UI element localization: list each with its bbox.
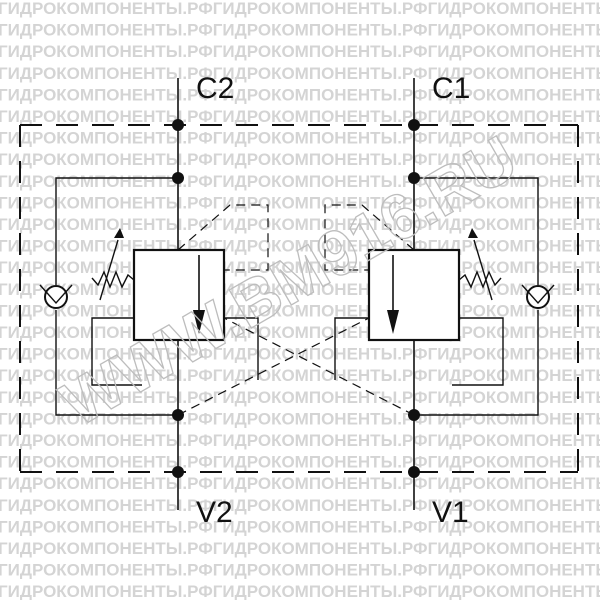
watermark-row: ГИДРОКОМПОНЕНТЫ.РФГИДРОКОМПОНЕНТЫ.РФГИДР… [0,129,600,148]
watermark-row: ГИДРОКОМПОНЕНТЫ.РФГИДРОКОМПОНЕНТЫ.РФГИДР… [0,323,600,342]
port-label-v2: V2 [196,496,233,529]
counterbalance-valve-left [91,204,269,386]
check-valve-right [521,284,555,309]
right-bypass-circuit [414,177,539,416]
watermark-row: ГИДРОКОМПОНЕНТЫ.РФГИДРОКОМПОНЕНТЫ.РФГИДР… [0,0,600,18]
watermark-row: ГИДРОКОМПОНЕНТЫ.РФГИДРОКОМПОНЕНТЫ.РФГИДР… [0,64,600,83]
watermark-row: ГИДРОКОМПОНЕНТЫ.РФГИДРОКОМПОНЕНТЫ.РФГИДР… [0,453,600,472]
port-label-c1: C1 [432,72,470,105]
watermark-row: ГИДРОКОМПОНЕНТЫ.РФГИДРОКОМПОНЕНТЫ.РФГИДР… [0,21,600,40]
cross-pilot-lines [177,317,415,416]
left-bypass-circuit [55,177,178,416]
watermark-row: ГИДРОКОМПОНЕНТЫ.РФГИДРОКОМПОНЕНТЫ.РФГИДР… [0,107,600,126]
watermark-row: ГИДРОКОМПОНЕНТЫ.РФГИДРОКОМПОНЕНТЫ.РФГИДР… [0,150,600,169]
watermark-row: ГИДРОКОМПОНЕНТЫ.РФГИДРОКОМПОНЕНТЫ.РФГИДР… [0,193,600,212]
watermark-row: ГИДРОКОМПОНЕНТЫ.РФГИДРОКОМПОНЕНТЫ.РФГИДР… [0,431,600,450]
watermark-row: ГИДРОКОМПОНЕНТЫ.РФГИДРОКОМПОНЕНТЫ.РФГИДР… [0,215,600,234]
port-label-v1: V1 [432,496,469,529]
watermark-row: ГИДРОКОМПОНЕНТЫ.РФГИДРОКОМПОНЕНТЫ.РФГИДР… [0,388,600,407]
watermark-row: ГИДРОКОМПОНЕНТЫ.РФГИДРОКОМПОНЕНТЫ.РФГИДР… [0,561,600,580]
watermark-row: ГИДРОКОМПОНЕНТЫ.РФГИДРОКОМПОНЕНТЫ.РФГИДР… [0,496,600,515]
watermark-row: ГИДРОКОМПОНЕНТЫ.РФГИДРОКОМПОНЕНТЫ.РФГИДР… [0,172,600,191]
watermark-row: ГИДРОКОМПОНЕНТЫ.РФГИДРОКОМПОНЕНТЫ.РФГИДР… [0,366,600,385]
junction-dots [172,119,420,478]
watermark-row: ГИДРОКОМПОНЕНТЫ.РФГИДРОКОМПОНЕНТЫ.РФГИДР… [0,409,600,428]
watermark-row: ГИДРОКОМПОНЕНТЫ.РФГИДРОКОМПОНЕНТЫ.РФГИДР… [0,474,600,493]
main-lines [177,78,415,510]
counterbalance-valve-right [324,204,504,386]
watermark-row: ГИДРОКОМПОНЕНТЫ.РФГИДРОКОМПОНЕНТЫ.РФГИДР… [0,42,600,61]
watermark-row: ГИДРОКОМПОНЕНТЫ.РФГИДРОКОМПОНЕНТЫ.РФГИДР… [0,582,600,600]
port-label-c2: C2 [196,72,234,105]
watermark-row: ГИДРОКОМПОНЕНТЫ.РФГИДРОКОМПОНЕНТЫ.РФГИДР… [0,517,600,536]
check-valve-left [39,284,73,309]
watermark-row: ГИДРОКОМПОНЕНТЫ.РФГИДРОКОМПОНЕНТЫ.РФГИДР… [0,85,600,104]
watermark-row: ГИДРОКОМПОНЕНТЫ.РФГИДРОКОМПОНЕНТЫ.РФГИДР… [0,539,600,558]
watermark-row: ГИДРОКОМПОНЕНТЫ.РФГИДРОКОМПОНЕНТЫ.РФГИДР… [0,345,600,364]
housing-outline [19,124,579,473]
